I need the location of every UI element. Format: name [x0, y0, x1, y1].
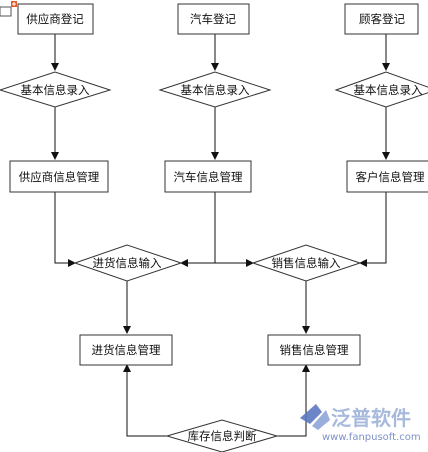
node-supplier-register-label: 供应商登记 [26, 12, 84, 26]
node-purchase-info-mgmt-label: 进货信息管理 [92, 343, 161, 357]
node-inventory-judgment [165, 419, 279, 452]
watermark-url: www.fanpusoft.com [322, 432, 421, 443]
node-purchase-info-mgmt [79, 334, 173, 366]
node-car-register [177, 3, 250, 35]
edge-inventory-to-purchase-mgmt [123, 364, 167, 437]
node-basic-info-entry-2 [158, 71, 272, 108]
node-basic-info-entry-1 [0, 71, 112, 108]
node-car-register-label: 汽车登记 [190, 12, 236, 26]
node-basic-info-entry-1-label: 基本信息录入 [21, 83, 90, 97]
node-sales-info-input [251, 244, 362, 282]
watermark-logo-icon [300, 404, 330, 430]
node-car-info-mgmt [164, 160, 252, 193]
node-supplier-info-mgmt-label: 供应商信息管理 [19, 170, 100, 184]
node-basic-info-entry-2-label: 基本信息录入 [181, 83, 250, 97]
node-sales-info-mgmt [267, 334, 361, 366]
node-car-info-mgmt-label: 汽车信息管理 [174, 170, 243, 184]
edge-supplier-mgmt-to-purchase-input [54, 192, 76, 267]
node-purchase-info-input-label: 进货信息输入 [93, 256, 162, 270]
node-inventory-judgment-label: 库存信息判断 [188, 429, 257, 443]
node-basic-info-entry-3 [334, 71, 428, 108]
node-customer-info-mgmt-label: 客户信息管理 [356, 170, 425, 184]
node-sales-info-input-label: 销售信息输入 [272, 256, 341, 270]
node-supplier-info-mgmt [9, 160, 109, 193]
corner-icon [0, 1, 17, 17]
watermark: 泛普软件 www.fanpusoft.com [300, 404, 421, 443]
edge-customer-mgmt-to-sales-input [359, 192, 387, 267]
edge-inventory-to-sales-mgmt [273, 364, 310, 437]
node-basic-info-entry-3-label: 基本信息录入 [354, 83, 423, 97]
node-sales-info-mgmt-label: 销售信息管理 [280, 343, 349, 357]
node-supplier-register [17, 3, 94, 35]
node-customer-info-mgmt [346, 160, 428, 193]
node-purchase-info-input [73, 244, 183, 282]
watermark-brand: 泛普软件 [331, 406, 411, 430]
node-customer-register [344, 3, 419, 35]
node-customer-register-label: 顾客登记 [359, 12, 405, 26]
